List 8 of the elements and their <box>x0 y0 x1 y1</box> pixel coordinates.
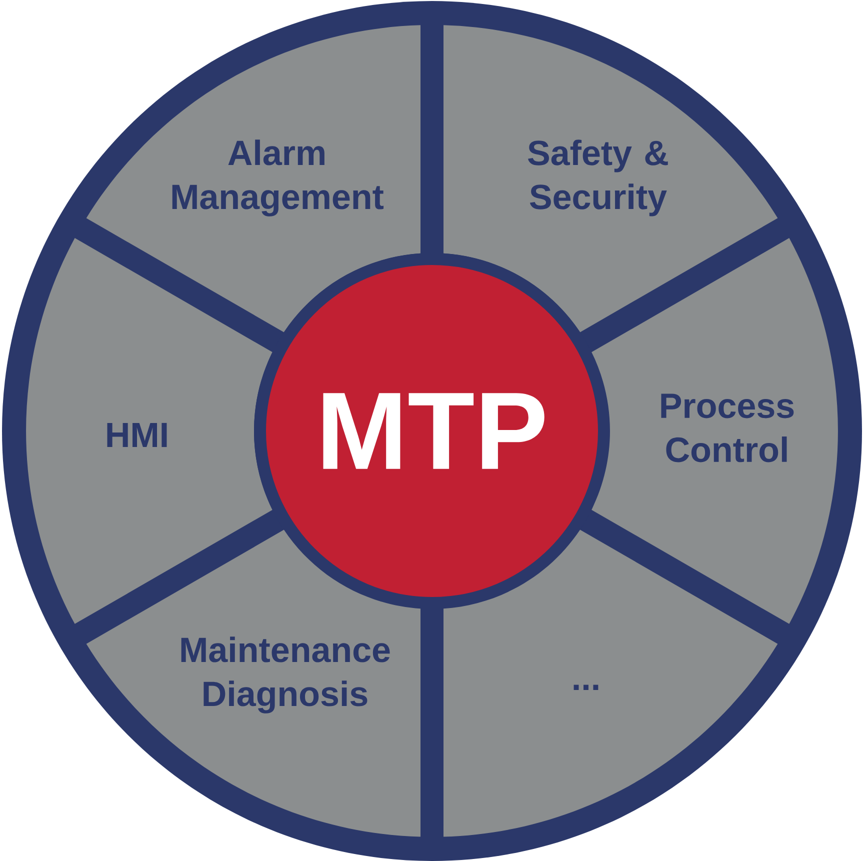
ring-segment: Process Control <box>592 238 838 624</box>
node-label: Process Control <box>661 394 794 462</box>
ring-segment: ... <box>444 530 778 837</box>
ring-segment: Maintenance Diagnosis <box>86 530 420 837</box>
ring-segment: Safety & Security <box>444 25 778 332</box>
node-label: HMI <box>107 422 167 448</box>
ring-segment: Alarm Management <box>86 25 420 332</box>
ring-segment: HMI <box>26 238 272 624</box>
